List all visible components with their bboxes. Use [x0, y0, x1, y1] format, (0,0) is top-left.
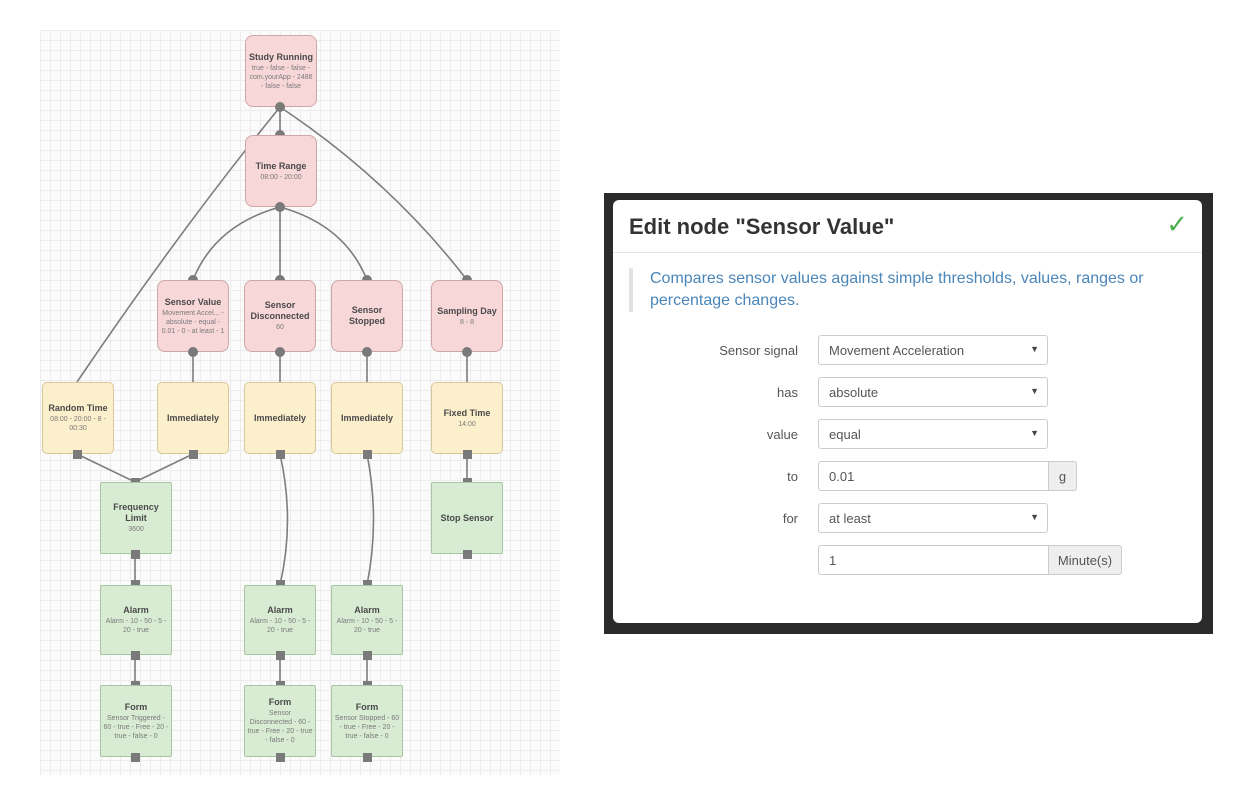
- value-select[interactable]: equal ▼: [818, 419, 1048, 449]
- sensor-signal-value: Movement Acceleration: [829, 343, 965, 358]
- value-label: value: [766, 427, 798, 442]
- for-row: for at least ▼: [613, 503, 1202, 535]
- node-alarm-3[interactable]: Alarm Alarm - 10 - 50 - 5 - 20 - true: [331, 585, 403, 655]
- node-alarm-1[interactable]: Alarm Alarm - 10 - 50 - 5 - 20 - true: [100, 585, 172, 655]
- duration-unit: Minute(s): [1049, 545, 1122, 575]
- wire: [76, 453, 136, 483]
- node-frequency-limit[interactable]: Frequency Limit 3600: [100, 482, 172, 554]
- node-immediately-2[interactable]: Immediately: [244, 382, 316, 454]
- wire: [366, 453, 375, 586]
- output-port[interactable]: [276, 450, 285, 459]
- output-port[interactable]: [131, 651, 140, 660]
- chevron-down-icon: ▼: [1030, 428, 1039, 438]
- sensor-signal-label: Sensor signal: [719, 343, 798, 358]
- output-port[interactable]: [275, 202, 285, 212]
- node-sensor-stopped[interactable]: Sensor Stopped: [331, 280, 403, 352]
- value-value: equal: [829, 427, 861, 442]
- output-port[interactable]: [362, 347, 372, 357]
- output-port[interactable]: [275, 102, 285, 112]
- node-sensor-disconnected[interactable]: Sensor Disconnected 60: [244, 280, 316, 352]
- dialog-description: Compares sensor values against simple th…: [629, 268, 1170, 312]
- node-sensor-value[interactable]: Sensor Value Movement Accel... - absolut…: [157, 280, 229, 352]
- node-form-3[interactable]: Form Sensor Stopped - 60 - true - Free -…: [331, 685, 403, 757]
- node-immediately-1[interactable]: Immediately: [157, 382, 229, 454]
- node-form-2[interactable]: Form Sensor Disconnected - 60 - true - F…: [244, 685, 316, 757]
- wire: [192, 206, 281, 281]
- node-immediately-3[interactable]: Immediately: [331, 382, 403, 454]
- input-port[interactable]: [363, 580, 372, 589]
- output-port[interactable]: [363, 450, 372, 459]
- to-unit: g: [1049, 461, 1077, 491]
- output-port[interactable]: [462, 347, 472, 357]
- dialog-title: Edit node "Sensor Value": [629, 214, 895, 239]
- edit-node-dialog: Edit node "Sensor Value" ✓ Compares sens…: [613, 200, 1202, 623]
- output-port[interactable]: [189, 450, 198, 459]
- for-value: at least: [829, 511, 871, 526]
- to-row: to 0.01 g: [613, 461, 1202, 493]
- for-select[interactable]: at least ▼: [818, 503, 1048, 533]
- output-port[interactable]: [188, 347, 198, 357]
- node-study-running[interactable]: Study Running true - false - false - com…: [245, 35, 317, 107]
- duration-input[interactable]: 1: [818, 545, 1049, 575]
- wire: [279, 453, 289, 586]
- input-port[interactable]: [131, 580, 140, 589]
- output-port[interactable]: [131, 550, 140, 559]
- output-port[interactable]: [73, 450, 82, 459]
- node-time-range[interactable]: Time Range 08:00 - 20:00: [245, 135, 317, 207]
- output-port[interactable]: [463, 550, 472, 559]
- value-row: value equal ▼: [613, 419, 1202, 451]
- input-port[interactable]: [276, 580, 285, 589]
- node-fixed-time[interactable]: Fixed Time 14:00: [431, 382, 503, 454]
- duration-row: 1 Minute(s): [613, 545, 1202, 577]
- output-port[interactable]: [276, 753, 285, 762]
- wire: [134, 453, 194, 483]
- has-label: has: [777, 385, 798, 400]
- to-input[interactable]: 0.01: [818, 461, 1049, 491]
- output-port[interactable]: [363, 651, 372, 660]
- for-label: for: [782, 511, 798, 526]
- node-random-time[interactable]: Random Time 08:00 - 20:00 - 8 - 00:30: [42, 382, 114, 454]
- node-alarm-2[interactable]: Alarm Alarm - 10 - 50 - 5 - 20 - true: [244, 585, 316, 655]
- sensor-signal-select[interactable]: Movement Acceleration ▼: [818, 335, 1048, 365]
- node-stop-sensor[interactable]: Stop Sensor: [431, 482, 503, 554]
- chevron-down-icon: ▼: [1030, 512, 1039, 522]
- flow-canvas[interactable]: Study Running true - false - false - com…: [40, 30, 560, 775]
- has-value: absolute: [829, 385, 879, 400]
- output-port[interactable]: [275, 347, 285, 357]
- has-select[interactable]: absolute ▼: [818, 377, 1048, 407]
- node-sampling-day[interactable]: Sampling Day 8 - 8: [431, 280, 503, 352]
- chevron-down-icon: ▼: [1030, 386, 1039, 396]
- divider: [613, 252, 1202, 253]
- output-port[interactable]: [463, 450, 472, 459]
- output-port[interactable]: [276, 651, 285, 660]
- output-port[interactable]: [131, 753, 140, 762]
- dialog-pointer: [685, 624, 699, 631]
- to-label: to: [787, 469, 798, 484]
- wire: [279, 206, 368, 281]
- checkmark-icon[interactable]: ✓: [1166, 210, 1188, 240]
- chevron-down-icon: ▼: [1030, 344, 1039, 354]
- sensor-signal-row: Sensor signal Movement Acceleration ▼: [613, 335, 1202, 367]
- has-row: has absolute ▼: [613, 377, 1202, 409]
- node-form-1[interactable]: Form Sensor Triggered - 60 - true - Free…: [100, 685, 172, 757]
- output-port[interactable]: [363, 753, 372, 762]
